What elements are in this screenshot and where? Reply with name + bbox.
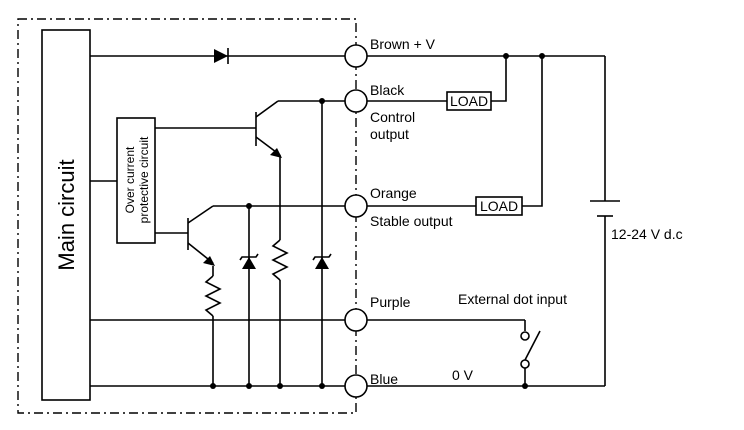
label-purple: Purple (370, 294, 411, 310)
zero-volt-label: 0 V (452, 367, 474, 383)
label-stable-output: Stable output (370, 213, 453, 229)
junction-dot (319, 98, 325, 104)
stable-output-transistor-icon (155, 205, 215, 266)
external-input-label: External dot input (458, 291, 567, 307)
external-input-switch-icon (520, 330, 541, 369)
terminal-brown (344, 44, 368, 68)
junction-dot (246, 203, 252, 209)
label-control-line1: Control (370, 109, 415, 125)
junction-dot (277, 383, 283, 389)
control-output-transistor-icon (155, 100, 282, 158)
junction-dot (319, 383, 325, 389)
supply-voltage-label: 12-24 V d.c (611, 226, 683, 242)
label-brown: Brown + V (370, 36, 436, 52)
terminal-blue (344, 374, 368, 398)
black-zener-diode-icon (312, 253, 332, 269)
terminal-orange (344, 194, 368, 218)
load1-to-supply-wire (491, 56, 507, 102)
protective-circuit-box (116, 117, 156, 244)
label-black: Black (370, 82, 405, 98)
reverse-protection-diode-icon (214, 48, 229, 64)
battery-icon (590, 200, 620, 217)
stable-emitter-resistor-icon (204, 275, 222, 317)
label-blue: Blue (370, 371, 398, 387)
load-label-control: LOAD (450, 93, 488, 109)
protective-circuit-line2: protective circuit (137, 136, 151, 223)
terminal-purple (344, 308, 368, 332)
load2-to-supply-wire (522, 56, 543, 207)
junction-dot (210, 383, 216, 389)
main-circuit-box (41, 29, 91, 401)
junction-dot (246, 383, 252, 389)
main-circuit-label: Main circuit (54, 159, 79, 270)
terminal-black (344, 89, 368, 113)
label-control-line2: output (370, 126, 409, 142)
protective-circuit-line1: Over current (123, 146, 137, 213)
control-emitter-resistor-icon (271, 239, 289, 281)
junction-dot (522, 383, 528, 389)
label-orange: Orange (370, 185, 417, 201)
load-label-stable: LOAD (480, 198, 518, 214)
orange-zener-diode-icon (239, 253, 259, 269)
